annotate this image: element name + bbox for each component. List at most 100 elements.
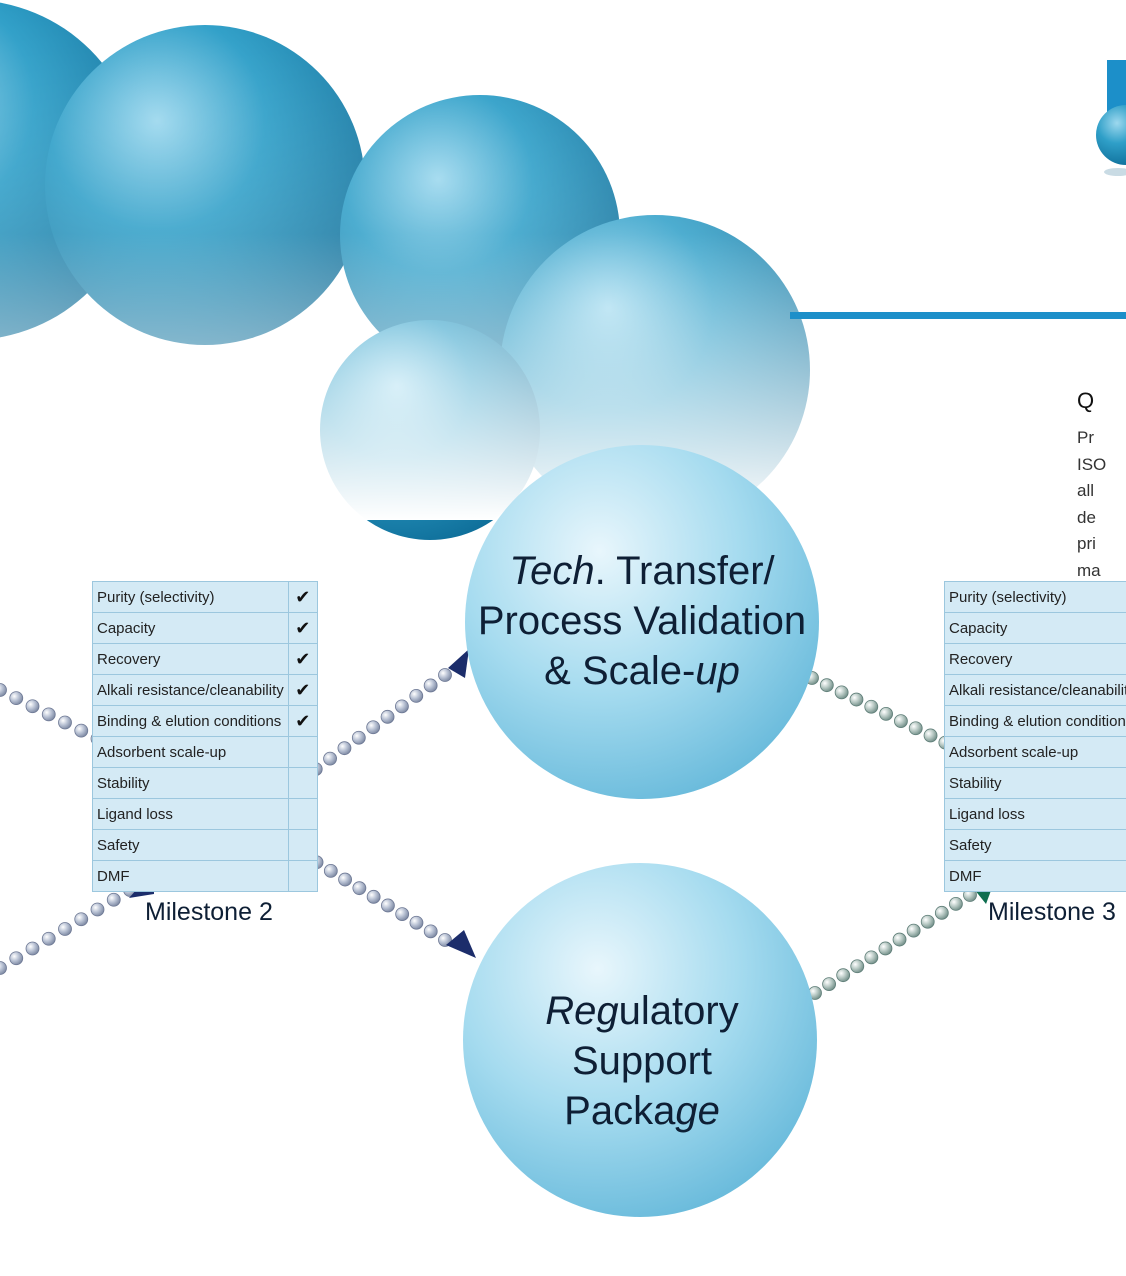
criteria-label: Stability bbox=[92, 767, 289, 799]
bead bbox=[423, 678, 438, 693]
bead bbox=[90, 902, 105, 917]
criteria-label: Purity (selectivity) bbox=[944, 581, 1126, 613]
criteria-row: Safety bbox=[944, 829, 1126, 861]
bead bbox=[822, 977, 836, 991]
bead bbox=[836, 968, 851, 983]
regulatory-line3-plain: Packa bbox=[564, 1089, 676, 1133]
bead bbox=[351, 730, 366, 745]
tech-transfer-line3-italic: up bbox=[695, 649, 740, 693]
criteria-row: Stability bbox=[944, 767, 1126, 799]
bead bbox=[58, 715, 72, 730]
bead bbox=[879, 707, 893, 721]
criteria-label: DMF bbox=[92, 860, 289, 892]
criteria-row: Stability bbox=[92, 767, 318, 799]
criteria-row: Capacity✔ bbox=[92, 612, 318, 644]
criteria-row: DMF bbox=[944, 860, 1126, 892]
bead bbox=[337, 741, 352, 756]
bead bbox=[9, 691, 24, 706]
bead bbox=[949, 897, 963, 911]
tech-transfer-bubble bbox=[465, 445, 819, 799]
regulatory-line2: Support bbox=[571, 1039, 713, 1083]
bead bbox=[380, 709, 395, 724]
bead bbox=[850, 959, 865, 974]
criteria-label: Purity (selectivity) bbox=[92, 581, 289, 613]
criteria-row: Adsorbent scale-up bbox=[92, 736, 318, 768]
bead bbox=[934, 905, 949, 920]
bead bbox=[366, 889, 381, 904]
criteria-label: Stability bbox=[944, 767, 1126, 799]
bead bbox=[0, 961, 7, 975]
milestone-3-label: Milestone 3 bbox=[988, 898, 1116, 926]
regulatory-line3-italic: ge bbox=[675, 1089, 720, 1133]
criteria-check: ✔ bbox=[287, 612, 318, 644]
criteria-check: ✔ bbox=[287, 674, 318, 706]
milestone-2-criteria-table: Purity (selectivity)✔Capacity✔Recovery✔A… bbox=[92, 581, 318, 892]
tech-transfer-line2: Process Validation bbox=[477, 599, 807, 643]
criteria-check bbox=[287, 736, 318, 768]
criteria-label: Recovery bbox=[92, 643, 289, 675]
criteria-row: Alkali resistance/cleanability bbox=[944, 674, 1126, 706]
bead bbox=[395, 699, 409, 714]
logo-icon bbox=[1096, 60, 1126, 176]
criteria-label: Capacity bbox=[92, 612, 289, 644]
bead bbox=[25, 699, 40, 714]
criteria-row: Alkali resistance/cleanability✔ bbox=[92, 674, 318, 706]
regulatory-label: Regulatory Support Package bbox=[462, 986, 822, 1136]
bead bbox=[908, 721, 923, 736]
criteria-row: Adsorbent scale-up bbox=[944, 736, 1126, 768]
bead bbox=[409, 915, 424, 930]
bead bbox=[323, 751, 337, 766]
criteria-row: Recovery✔ bbox=[92, 643, 318, 675]
criteria-check bbox=[287, 798, 318, 830]
bead bbox=[9, 951, 24, 966]
side-panel-text-line: pri bbox=[1077, 534, 1096, 553]
regulatory-line1-italic: Reg bbox=[545, 989, 619, 1033]
bead bbox=[41, 707, 56, 722]
bead bbox=[864, 699, 879, 714]
milestone-2-label: Milestone 2 bbox=[145, 898, 273, 926]
criteria-row: Ligand loss bbox=[944, 798, 1126, 830]
criteria-check bbox=[287, 860, 318, 892]
criteria-label: Recovery bbox=[944, 643, 1126, 675]
side-panel-text-line: ISO bbox=[1077, 454, 1107, 474]
tech-transfer-line3-plain: & Scale- bbox=[544, 649, 696, 693]
bead bbox=[423, 924, 438, 939]
criteria-label: Binding & elution conditions bbox=[944, 705, 1126, 737]
criteria-check bbox=[287, 767, 318, 799]
side-panel-text-line: de bbox=[1077, 507, 1096, 527]
criteria-row: Recovery bbox=[944, 643, 1126, 675]
regulatory-line1-rest: ulatory bbox=[618, 989, 739, 1033]
criteria-check bbox=[287, 829, 318, 861]
criteria-check: ✔ bbox=[287, 643, 318, 675]
bead bbox=[25, 941, 40, 956]
bead bbox=[920, 914, 935, 929]
criteria-label: Binding & elution conditions bbox=[92, 705, 289, 737]
tech-transfer-line1-italic: Tech bbox=[509, 549, 595, 593]
criteria-label: Safety bbox=[944, 829, 1126, 861]
criteria-row: Capacity bbox=[944, 612, 1126, 644]
criteria-check: ✔ bbox=[287, 581, 318, 613]
criteria-label: Adsorbent scale-up bbox=[92, 736, 289, 768]
criteria-label: Safety bbox=[92, 829, 289, 861]
criteria-row: Safety bbox=[92, 829, 318, 861]
arrow-to-regulatory bbox=[446, 930, 476, 958]
bead bbox=[864, 950, 879, 965]
side-panel-text-line: ma bbox=[1077, 560, 1101, 580]
beads-reg-to-milestone-3 bbox=[808, 888, 977, 1000]
bead bbox=[338, 872, 352, 887]
bead bbox=[878, 941, 893, 956]
criteria-row: Purity (selectivity)✔ bbox=[92, 581, 318, 613]
bead bbox=[0, 683, 7, 697]
bead bbox=[906, 923, 921, 938]
bead bbox=[849, 692, 864, 707]
criteria-label: Capacity bbox=[944, 612, 1126, 644]
criteria-check: ✔ bbox=[287, 705, 318, 737]
cluster-fade bbox=[0, 0, 900, 520]
criteria-label: Alkali resistance/cleanability bbox=[944, 674, 1126, 706]
criteria-label: Ligand loss bbox=[944, 798, 1126, 830]
bead bbox=[892, 932, 907, 947]
bead bbox=[381, 898, 395, 913]
side-panel-text-line: Pr bbox=[1077, 428, 1094, 447]
